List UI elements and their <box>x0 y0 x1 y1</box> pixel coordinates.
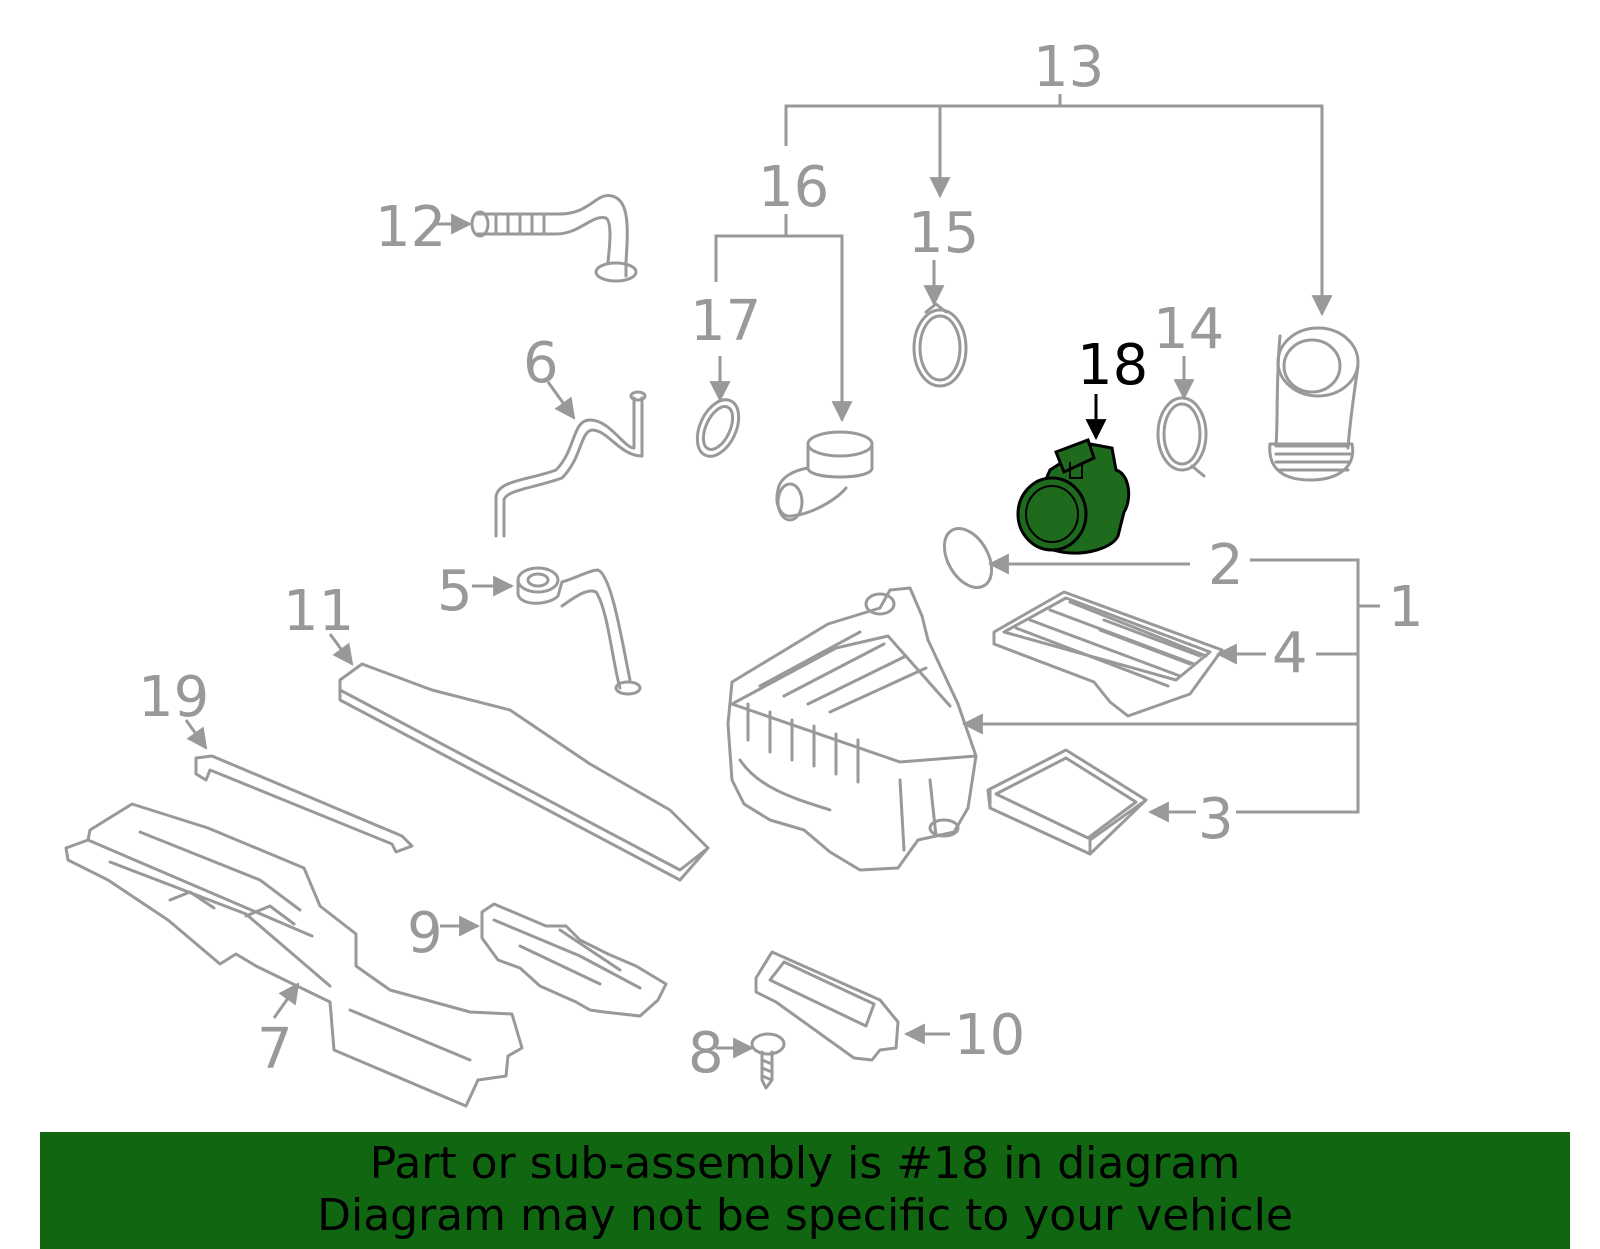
part-6-tube <box>494 390 647 538</box>
part-15-clamp <box>912 302 968 388</box>
callout-9: 9 <box>407 901 443 966</box>
callout-5: 5 <box>437 559 473 624</box>
callout-17: 17 <box>690 289 761 354</box>
banner-line-2: Diagram may not be specific to your vehi… <box>317 1190 1293 1241</box>
callout-14: 14 <box>1153 297 1224 362</box>
part-19-strip <box>194 754 414 854</box>
part-14-clamp <box>1156 396 1208 478</box>
callout-18: 18 <box>1077 333 1148 398</box>
callout-19: 19 <box>138 665 209 730</box>
part-9-bracket <box>480 902 668 1018</box>
callout-8: 8 <box>688 1021 724 1086</box>
part-17-oring <box>695 398 741 458</box>
part-5-elbow <box>516 566 642 696</box>
part-13-intake-duct <box>1268 326 1360 482</box>
part-3-filter-element <box>986 748 1148 856</box>
callout-13: 13 <box>1033 35 1104 100</box>
callout-11: 11 <box>283 579 354 644</box>
part-16-housing <box>775 430 874 522</box>
info-banner: Part or sub-assembly is #18 in diagram D… <box>40 1132 1570 1249</box>
banner-line-1: Part or sub-assembly is #18 in diagram <box>369 1138 1241 1189</box>
part-1-air-box <box>726 586 978 872</box>
leader-lines <box>184 94 1380 1059</box>
callout-3: 3 <box>1198 787 1234 852</box>
callout-1: 1 <box>1388 575 1424 640</box>
part-10-duct <box>754 950 900 1062</box>
part-11-seal <box>338 662 710 882</box>
callout-6: 6 <box>523 331 559 396</box>
part-8-screw <box>750 1032 786 1090</box>
callout-15: 15 <box>908 201 979 266</box>
part-12-hose <box>470 194 638 283</box>
callout-12: 12 <box>375 195 446 260</box>
part-2-oring <box>942 527 994 589</box>
callout-16: 16 <box>758 155 829 220</box>
callout-7: 7 <box>257 1017 293 1082</box>
callout-10: 10 <box>954 1003 1025 1068</box>
part-7-intake-tray <box>64 802 524 1108</box>
part-4-filter <box>992 590 1224 718</box>
callout-4: 4 <box>1272 621 1308 686</box>
part-18-maf-sensor <box>1016 438 1131 555</box>
callout-2: 2 <box>1208 533 1244 598</box>
